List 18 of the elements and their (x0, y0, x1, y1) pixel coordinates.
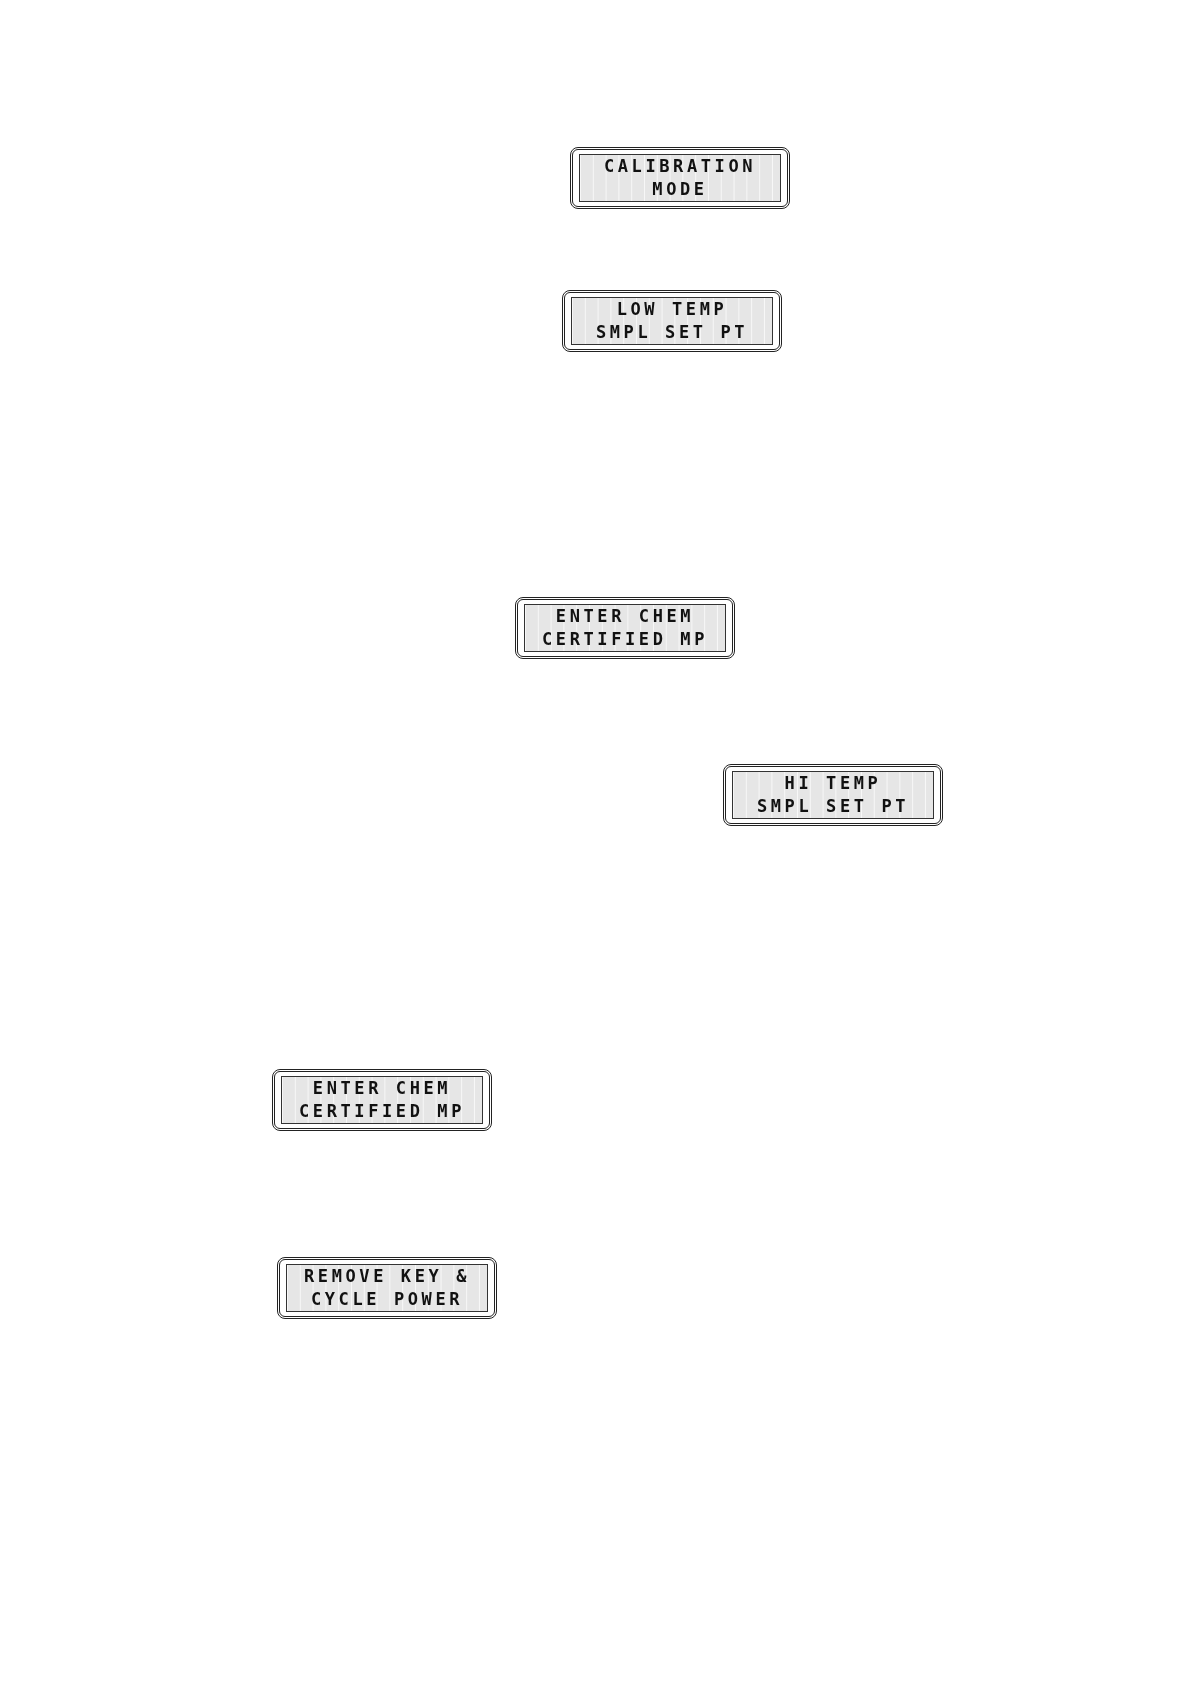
display-text: CERTIFIED MP (541, 628, 709, 651)
lcd-display (562, 290, 782, 352)
lcd-display (723, 764, 943, 826)
display-text: ENTER CHEM (311, 1077, 453, 1100)
display-text: CERTIFIED MP (298, 1100, 466, 1123)
display-text: HI TEMP (783, 772, 883, 795)
lcd-display (515, 597, 735, 659)
display-text: CYCLE POWER (309, 1288, 465, 1311)
lcd-display (272, 1069, 492, 1131)
display-text: CALIBRATION (602, 155, 758, 178)
display-text: SMPL SET PT (755, 795, 911, 818)
display-text: LOW TEMP (615, 298, 729, 321)
display-text: MODE (651, 178, 709, 201)
display-text: SMPL SET PT (594, 321, 750, 344)
display-text: ENTER CHEM (554, 605, 696, 628)
display-text: REMOVE KEY & (303, 1265, 471, 1288)
lcd-display (277, 1257, 497, 1319)
lcd-display (570, 147, 790, 209)
